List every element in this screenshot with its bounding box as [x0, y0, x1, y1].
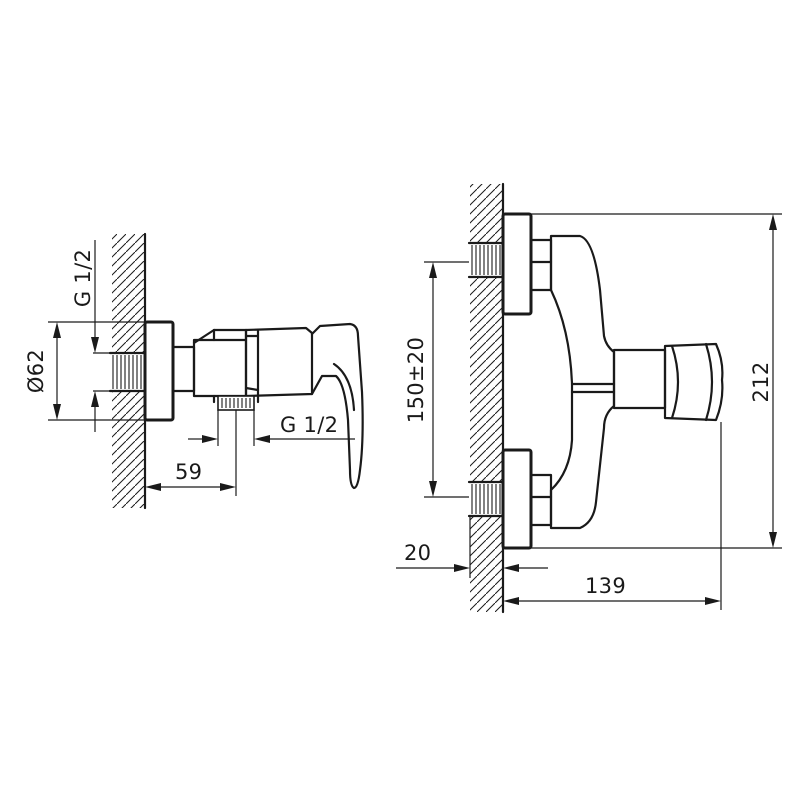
label-centers: 150±20	[404, 337, 428, 423]
front-spout-connector	[612, 348, 667, 410]
label-depth: 59	[175, 460, 202, 484]
front-upper-nut	[529, 238, 553, 292]
side-body-left	[192, 338, 248, 398]
dim-thread-inlet	[91, 240, 135, 432]
dim-centers	[424, 261, 469, 498]
side-lever-handle	[310, 322, 364, 490]
label-thread-outlet: G 1/2	[280, 413, 338, 437]
front-faucet-body	[549, 234, 616, 530]
side-view: Ø62 G 1/2 G 1/2 59	[24, 232, 364, 510]
label-length: 139	[585, 574, 626, 598]
side-nut	[171, 345, 196, 393]
front-view: 150±20 212 20 139	[396, 182, 782, 614]
dim-thread-outlet	[188, 410, 355, 446]
front-upper-thread	[467, 241, 507, 279]
dim-diameter	[48, 321, 145, 421]
front-lower-thread	[467, 480, 507, 518]
dim-length	[503, 422, 722, 610]
front-lower-nut	[529, 473, 553, 527]
label-diameter: Ø62	[24, 349, 48, 393]
dim-height	[531, 213, 782, 549]
label-wall-offset: 20	[404, 541, 431, 565]
label-thread-inlet: G 1/2	[71, 249, 95, 307]
side-rosette	[143, 320, 175, 422]
front-aerator	[663, 342, 724, 422]
dim-wall-offset	[396, 516, 548, 612]
side-outlet-thread	[212, 394, 260, 411]
front-upper-rosette	[501, 212, 533, 316]
side-main-body	[244, 326, 314, 398]
label-height: 212	[749, 362, 773, 403]
front-lower-rosette	[501, 448, 533, 550]
dim-depth	[145, 410, 237, 496]
side-inlet-thread	[108, 351, 149, 393]
